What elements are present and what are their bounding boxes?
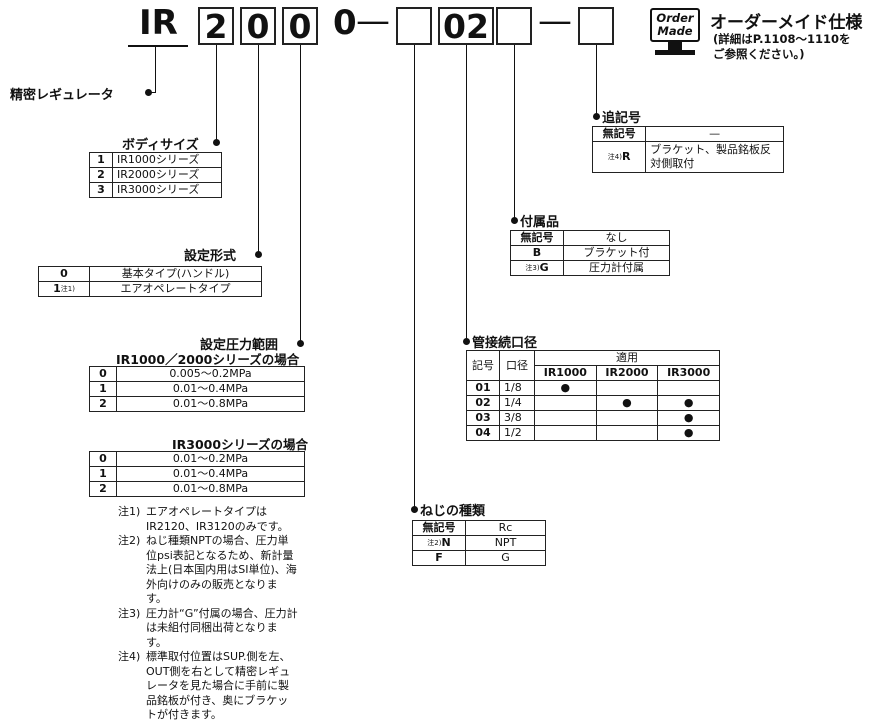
body-size-line bbox=[216, 45, 217, 143]
model-port-code: 02 bbox=[438, 7, 494, 45]
apply-cell bbox=[534, 410, 597, 426]
accessory-dot bbox=[511, 217, 518, 224]
thread-line bbox=[414, 45, 415, 510]
body-size-title: ボディサイズ bbox=[122, 138, 199, 153]
apply-cell bbox=[534, 425, 597, 441]
note-3: 注3)圧力計“G”付属の場合、圧力計は未組付同梱出荷となります。 bbox=[118, 606, 298, 649]
apply-mark: ● bbox=[595, 395, 659, 411]
note-1: 注1)エアオペレートタイプはIR2120、IR3120のみです。 bbox=[118, 505, 289, 533]
order-made-icon-base bbox=[655, 50, 695, 55]
table-row: 03 3/8 ● bbox=[466, 410, 720, 426]
prefix-underline bbox=[128, 45, 188, 47]
order-made-title: オーダーメイド仕様 bbox=[710, 13, 863, 33]
apply-cell bbox=[657, 380, 720, 396]
model-box-suffix bbox=[578, 7, 614, 45]
apply-cell bbox=[595, 425, 659, 441]
pressure-sub1: IR1000／2000シリーズの場合 bbox=[116, 352, 300, 367]
setting-type-title: 設定形式 bbox=[184, 249, 237, 264]
port-line bbox=[466, 45, 467, 342]
thread-title: ねじの種類 bbox=[420, 504, 486, 519]
port-title: 管接続口径 bbox=[472, 336, 538, 351]
model-dash-1: — bbox=[356, 1, 390, 41]
note-2: 注2)ねじ種類NPTの場合、圧力単位psi表記となるため、新計量法上(日本国内用… bbox=[118, 534, 297, 605]
setting-type-dot bbox=[255, 251, 262, 258]
model-dash-2: — bbox=[538, 1, 572, 41]
model-box-thread bbox=[396, 7, 432, 45]
suffix-line bbox=[596, 45, 597, 117]
accessory-line bbox=[514, 45, 515, 221]
apply-mark: ● bbox=[657, 425, 720, 441]
apply-cell bbox=[534, 395, 597, 411]
table-row: 1注1)エアオペレートタイプ bbox=[38, 281, 262, 297]
pressure-sub2: IR3000シリーズの場合 bbox=[172, 437, 308, 452]
table-row: 無記号— bbox=[591, 126, 784, 142]
table-row: 無記号なし bbox=[510, 230, 670, 246]
apply-mark: ● bbox=[534, 380, 597, 396]
order-made-detail-1: (詳細はP.1108〜1110を bbox=[713, 32, 851, 46]
order-made-detail-2: ご参照ください。) bbox=[713, 47, 805, 61]
setting-type-line bbox=[258, 45, 259, 255]
suffix-dot bbox=[593, 113, 600, 120]
accessory-title: 付属品 bbox=[520, 215, 560, 230]
table-row: 01 1/8 ● bbox=[466, 380, 720, 396]
model-box-accessory bbox=[496, 7, 532, 45]
model-digit-body-size: 2 bbox=[198, 7, 234, 45]
apply-cell bbox=[595, 410, 659, 426]
product-line-v bbox=[155, 46, 156, 93]
port-dot bbox=[463, 338, 470, 345]
table-row: 04 1/2 ● bbox=[466, 425, 720, 441]
product-line-h bbox=[148, 92, 156, 93]
pressure-dot bbox=[297, 340, 304, 347]
product-label: 精密レギュレータ bbox=[10, 88, 114, 103]
model-fixed-digit: 0 bbox=[333, 3, 357, 43]
order-made-icon: Order Made bbox=[650, 8, 700, 42]
apply-mark: ● bbox=[657, 395, 720, 411]
body-size-dot bbox=[213, 139, 220, 146]
notes: 注1)エアオペレートタイプはIR2120、IR3120のみです。 注2)ねじ種類… bbox=[118, 505, 298, 723]
thread-dot bbox=[411, 506, 418, 513]
suffix-title: 追記号 bbox=[602, 111, 642, 126]
apply-mark: ● bbox=[657, 410, 720, 426]
order-made-icon-stand bbox=[668, 42, 682, 50]
model-digit-setting-type: 0 bbox=[240, 7, 276, 45]
port-table: 記号 口径 適用 IR1000 IR2000 IR3000 01 1/8 ● 0… bbox=[466, 350, 720, 441]
apply-cell bbox=[595, 380, 659, 396]
table-row: 02 1/4 ● ● bbox=[466, 395, 720, 411]
model-digit-pressure: 0 bbox=[282, 7, 318, 45]
note-4: 注4)標準取付位置はSUP.側を左、OUT側を右として精密レギュレータを見た場合… bbox=[118, 650, 291, 721]
pressure-line bbox=[300, 45, 301, 344]
model-prefix: IR bbox=[139, 3, 178, 43]
pressure-title: 設定圧力範囲 bbox=[200, 338, 279, 353]
table-head-row: 記号 口径 適用 bbox=[466, 350, 720, 381]
